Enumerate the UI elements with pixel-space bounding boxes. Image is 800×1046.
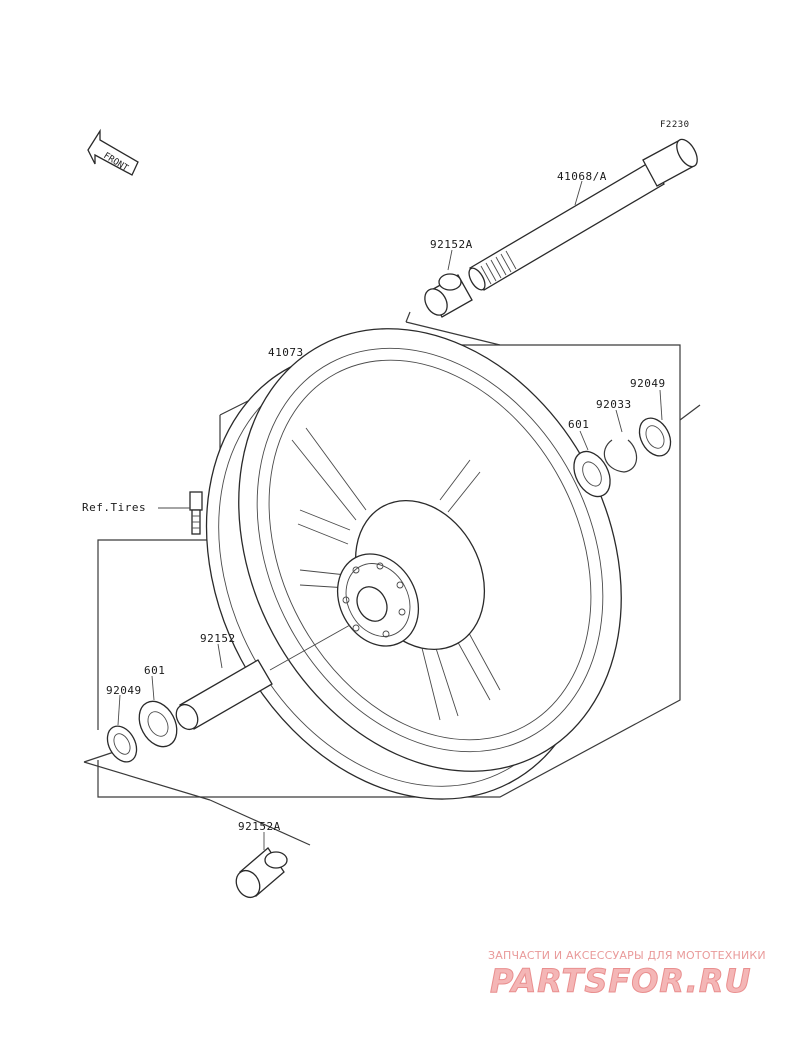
- seal-left-icon: [106, 725, 138, 763]
- collar-bottom-icon: [235, 847, 288, 899]
- label-seal-right: 92049: [630, 377, 666, 390]
- valve-icon: [189, 491, 203, 535]
- seal-right-icon: [638, 417, 672, 457]
- label-axle: 41068/A: [557, 170, 607, 183]
- label-seal-left: 92049: [106, 684, 142, 697]
- label-bearing-right: 601: [568, 418, 590, 431]
- collar-top-icon: [424, 273, 473, 318]
- wheel-icon: [205, 328, 622, 800]
- label-ref-tires: Ref.Tires: [82, 501, 147, 514]
- label-collar-top: 92152A: [430, 238, 473, 251]
- diagram-code: F2230: [660, 120, 690, 130]
- spacer-icon: [175, 624, 351, 731]
- label-wheel: 41073: [268, 346, 304, 359]
- bearing-right-icon: [573, 450, 611, 498]
- bearing-left-icon: [138, 700, 178, 748]
- front-arrow-icon: FRONT: [87, 128, 139, 176]
- watermark-tagline: ЗАПЧАСТИ И АКСЕССУАРЫ ДЛЯ МОТОТЕХНИКИ: [488, 949, 766, 962]
- label-circlip: 92033: [596, 398, 632, 411]
- label-bearing-left: 601: [144, 664, 166, 677]
- label-spacer: 92152: [200, 632, 236, 645]
- circlip-icon: [603, 439, 638, 473]
- axle-icon: [468, 138, 698, 291]
- label-leaders: [117, 180, 663, 850]
- watermark-brand: PARTSFOR.RU: [489, 962, 752, 1001]
- label-collar-bottom: 92152A: [238, 820, 281, 833]
